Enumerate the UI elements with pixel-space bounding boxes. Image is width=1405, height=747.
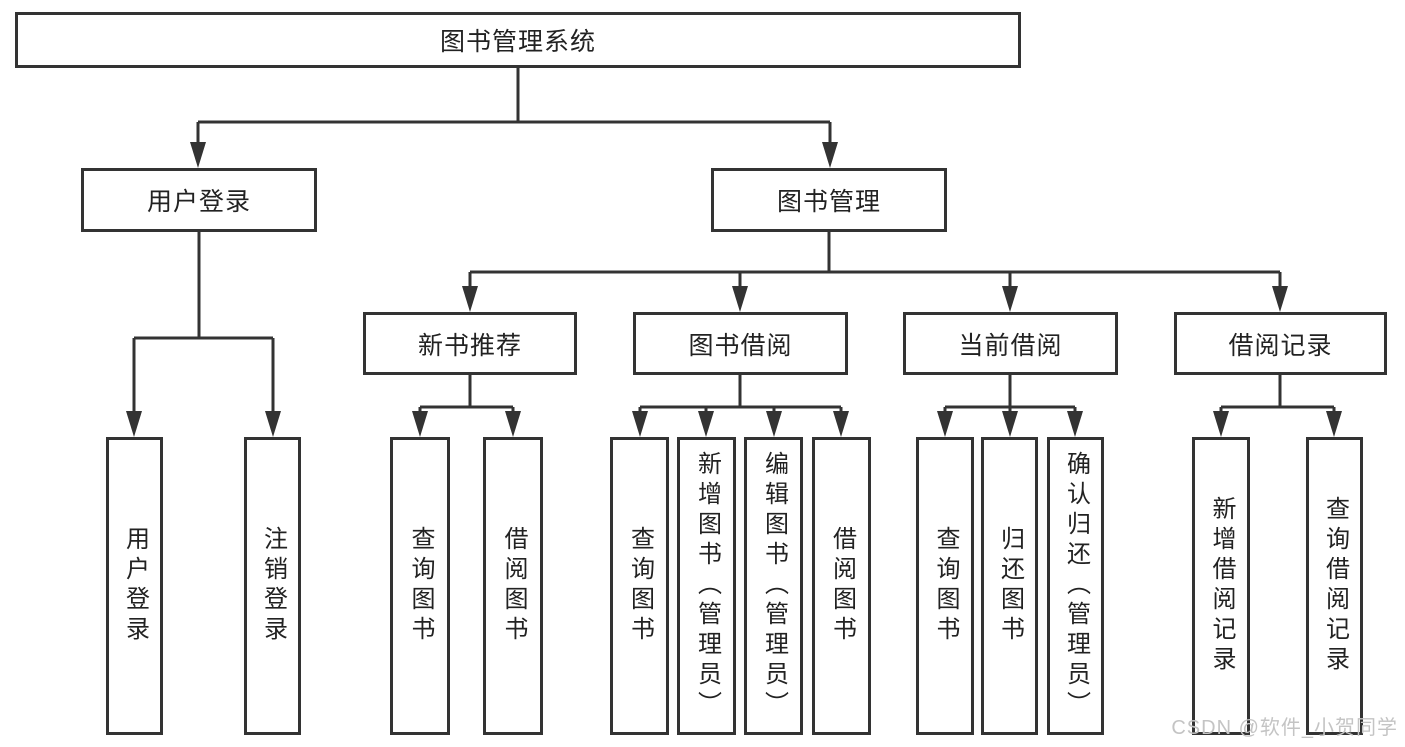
node-borrow-records: 借阅记录 xyxy=(1174,312,1387,375)
leaf-query-borrow-record: 查询借阅记录 xyxy=(1306,437,1363,735)
leaf-return-books: 归还图书 xyxy=(981,437,1038,735)
leaf-query-books-borrow: 查询图书 xyxy=(610,437,669,735)
leaf-borrow-books-recommend: 借阅图书 xyxy=(483,437,543,735)
node-current-borrow-label: 当前借阅 xyxy=(958,331,1063,360)
node-book-management-label: 图书管理 xyxy=(776,188,881,216)
leaf-query-books-current: 查询图书 xyxy=(916,437,974,735)
node-book-management: 图书管理 xyxy=(711,168,947,232)
leaf-add-books-admin: 新增图书（管理员） xyxy=(677,437,736,735)
leaf-confirm-return-admin: 确认归还（管理员） xyxy=(1047,437,1104,735)
node-borrow-records-label: 借阅记录 xyxy=(1228,331,1333,360)
leaf-query-borrow-record-label: 查询借阅记录 xyxy=(1321,496,1349,676)
leaf-add-borrow-record: 新增借阅记录 xyxy=(1192,437,1250,735)
leaf-edit-books-admin: 编辑图书（管理员） xyxy=(744,437,803,735)
node-new-book-recommend-label: 新书推荐 xyxy=(417,331,522,360)
leaf-user-login-label: 用户登录 xyxy=(121,526,149,646)
leaf-user-logout-label: 注销登录 xyxy=(259,526,287,646)
leaf-return-books-label: 归还图书 xyxy=(996,526,1024,646)
node-user-login: 用户登录 xyxy=(81,168,317,232)
node-user-login-label: 用户登录 xyxy=(146,188,251,216)
leaf-confirm-return-admin-label: 确认归还（管理员） xyxy=(1062,451,1090,721)
leaf-query-books-recommend-label: 查询图书 xyxy=(407,526,434,646)
leaf-add-books-admin-label: 新增图书（管理员） xyxy=(693,451,721,721)
leaf-query-books-borrow-label: 查询图书 xyxy=(626,526,654,646)
leaf-query-books-current-label: 查询图书 xyxy=(932,526,959,646)
node-book-borrow-label: 图书借阅 xyxy=(688,331,793,360)
leaf-user-logout: 注销登录 xyxy=(244,437,301,735)
leaf-edit-books-admin-label: 编辑图书（管理员） xyxy=(760,451,788,721)
node-root-library-system: 图书管理系统 xyxy=(15,12,1021,68)
connector-stems xyxy=(132,68,1336,416)
node-current-borrow: 当前借阅 xyxy=(903,312,1118,375)
csdn-watermark: CSDN @软件_小贺同学 xyxy=(1171,717,1398,739)
leaf-add-borrow-record-label: 新增借阅记录 xyxy=(1208,496,1235,676)
leaf-user-login: 用户登录 xyxy=(106,437,163,735)
node-new-book-recommend: 新书推荐 xyxy=(363,312,577,375)
leaf-borrow-books-label: 借阅图书 xyxy=(828,526,856,646)
leaf-borrow-books-recommend-label: 借阅图书 xyxy=(500,526,527,646)
node-book-borrow: 图书借阅 xyxy=(633,312,848,375)
leaf-query-books-recommend: 查询图书 xyxy=(390,437,450,735)
leaf-borrow-books: 借阅图书 xyxy=(812,437,871,735)
arrowheads xyxy=(126,142,1342,437)
node-root-label: 图书管理系统 xyxy=(439,28,596,56)
